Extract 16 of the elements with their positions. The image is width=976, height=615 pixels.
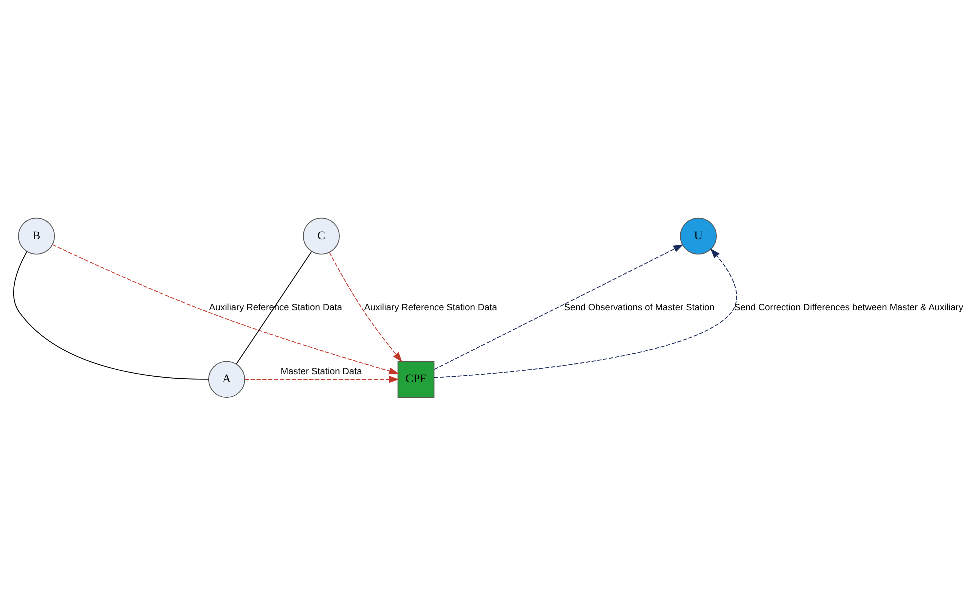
node-circle: C [303,217,340,254]
arrow [434,244,684,370]
connector [13,250,210,380]
node-circle: A [208,360,246,398]
node-box: CPF [398,360,435,398]
arrow [52,244,400,374]
connector [236,250,312,364]
node-circle: B [18,217,56,254]
edge-label: Send Correction Differences between Master & Auxiliary [734,302,964,312]
edge-label: Send Observations of Master Station [564,302,715,312]
edge-label: Master Station Data [280,366,362,376]
edge-label: Auxiliary Reference Station Data [364,302,498,312]
arrow [329,252,402,362]
arrow [434,248,738,378]
arrow [244,376,400,383]
node-circle: U [680,217,718,254]
